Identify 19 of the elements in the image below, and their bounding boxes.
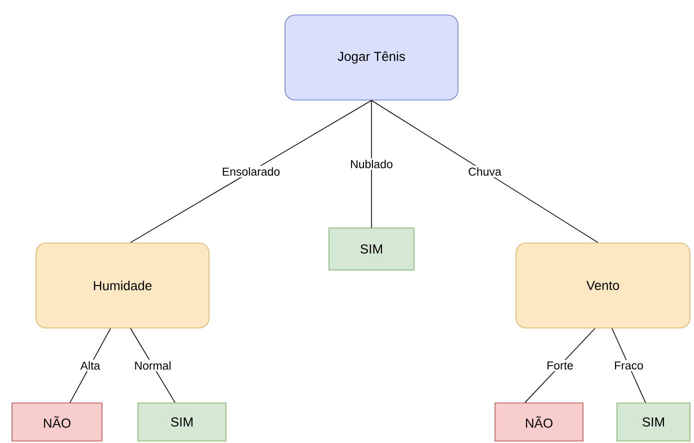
connector-line bbox=[70, 328, 111, 403]
connector-line bbox=[130, 100, 372, 243]
edge-label: Normal bbox=[132, 360, 173, 372]
edge-label: Nublado bbox=[348, 158, 394, 170]
edge-label: Forte bbox=[545, 360, 575, 371]
edge-label: Chuva bbox=[466, 166, 503, 178]
leaf-box: NÃO bbox=[494, 402, 584, 442]
connector-line bbox=[371, 100, 598, 243]
edge-label: Ensolarado bbox=[220, 166, 282, 178]
leaf-box: SIM bbox=[616, 402, 690, 442]
leaf-box: SIM bbox=[328, 228, 414, 270]
attribute-box: Vento bbox=[516, 242, 690, 328]
leaf-box: SIM bbox=[138, 402, 226, 442]
attribute-box: Humidade bbox=[36, 242, 210, 328]
edge-label: Fraco bbox=[612, 360, 645, 371]
edge-label: Alta bbox=[78, 360, 102, 372]
leaf-box: NÃO bbox=[12, 402, 102, 442]
decision-box: Jogar Tênis bbox=[284, 14, 458, 100]
connector-line bbox=[371, 100, 372, 228]
